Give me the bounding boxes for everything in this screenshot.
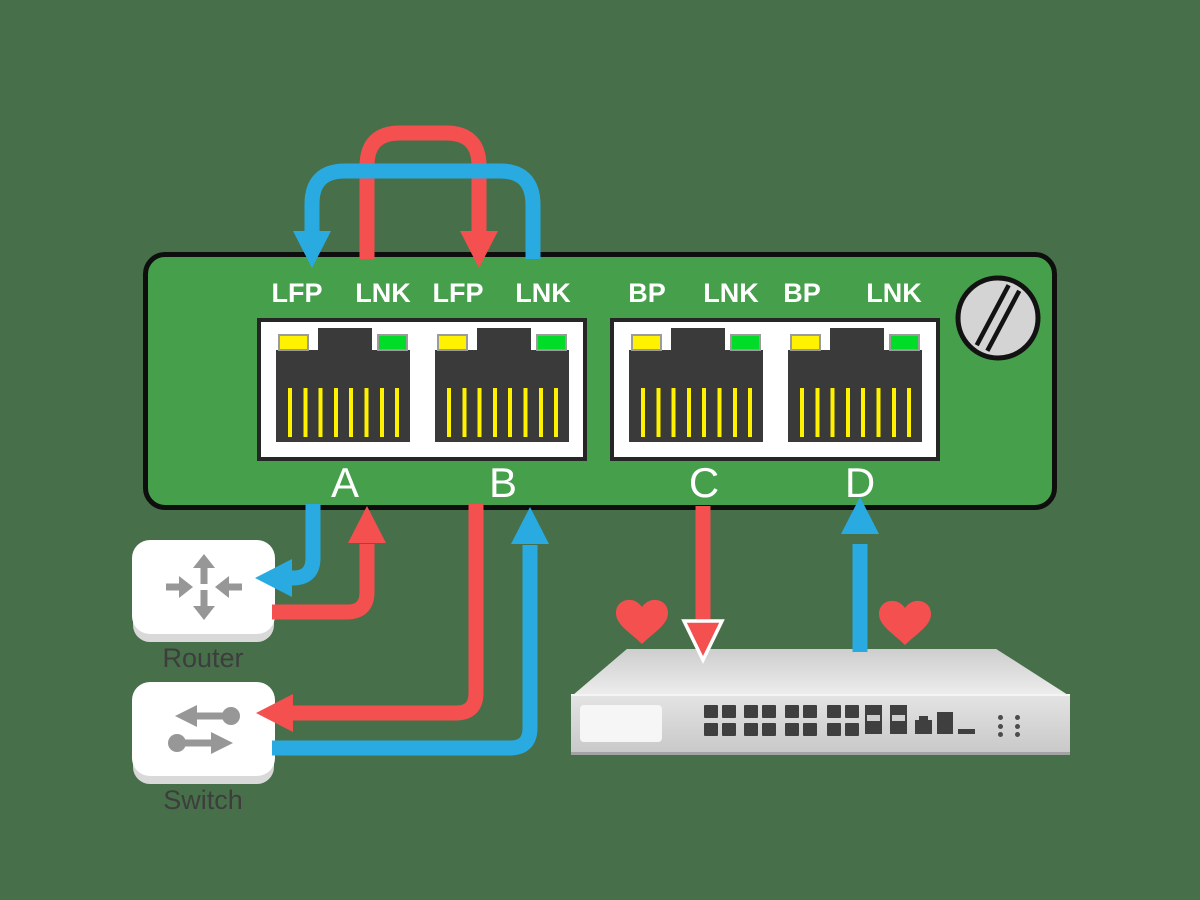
- rj45-body: [435, 350, 569, 442]
- port-letter-b: B: [488, 459, 518, 506]
- usb-port: [937, 712, 953, 734]
- heart-icon: [616, 599, 668, 644]
- sfp-stripe: [892, 715, 905, 721]
- port-letter-c: C: [688, 459, 720, 506]
- appliance-port: [704, 705, 718, 718]
- switch-label: Switch: [163, 785, 243, 815]
- vent-hole: [998, 724, 1003, 729]
- router-arrows-icon: [165, 554, 242, 620]
- blue-arrow-switch-to-b: [272, 507, 549, 756]
- rj45-pins: [641, 388, 753, 437]
- red-arrow-router-to-a: [272, 506, 386, 620]
- led-label-bp-d: BP: [783, 278, 821, 308]
- router-box: [132, 540, 275, 634]
- lfp-led-yellow: [278, 334, 309, 351]
- rj45-pins: [447, 388, 559, 437]
- led-label-lfp-b: LFP: [432, 278, 484, 308]
- appliance-port: [845, 705, 859, 718]
- led-label-lnk-a: LNK: [355, 278, 411, 308]
- port-letter-a: A: [330, 459, 360, 506]
- red-arrow-b-to-switch: [256, 504, 484, 732]
- appliance-port: [722, 723, 736, 736]
- sfp-cage: [890, 705, 907, 734]
- rj45-body: [276, 350, 410, 442]
- appliance-port: [762, 705, 776, 718]
- rj45-pins: [800, 388, 912, 437]
- vent-hole: [998, 715, 1003, 720]
- led-label-lnk-c: LNK: [703, 278, 759, 308]
- rj45-body: [629, 350, 763, 442]
- vent-hole: [1015, 715, 1020, 720]
- vent-hole: [1015, 724, 1020, 729]
- appliance-port: [785, 723, 799, 736]
- switch-box: [132, 682, 275, 776]
- appliance-port: [827, 705, 841, 718]
- rj45-body: [788, 350, 922, 442]
- led-label-lnk-b: LNK: [515, 278, 571, 308]
- rj45-pins: [288, 388, 400, 437]
- appliance-port: [785, 705, 799, 718]
- appliance-port: [845, 723, 859, 736]
- lnk-led-green: [377, 334, 408, 351]
- switch-arrows-icon: [167, 705, 240, 754]
- lnk-led-green: [536, 334, 567, 351]
- blue-arrow-appliance-to-d: [841, 497, 879, 652]
- heart-icon: [879, 600, 931, 645]
- appliance-front-face: [571, 694, 1070, 755]
- appliance-port: [722, 705, 736, 718]
- appliance-port: [803, 705, 817, 718]
- led-label-bp-c: BP: [628, 278, 666, 308]
- sfp-cage: [865, 705, 882, 734]
- led-label-lnk-d: LNK: [866, 278, 922, 308]
- appliance-port: [803, 723, 817, 736]
- appliance-port: [704, 723, 718, 736]
- red-loop-arrow-top: [359, 125, 498, 268]
- led-label-lfp-a: LFP: [271, 278, 323, 308]
- sfp-stripe: [867, 715, 880, 721]
- lnk-led-green: [730, 334, 761, 351]
- vent-hole: [1015, 732, 1020, 737]
- bp-led-yellow: [790, 334, 821, 351]
- port-letter-d: D: [844, 459, 876, 506]
- red-arrow-c-to-appliance: [681, 506, 725, 664]
- appliance-badge: [580, 705, 662, 742]
- appliance-top-face: [572, 648, 1069, 695]
- reset-slot: [958, 729, 975, 734]
- appliance-port: [744, 723, 758, 736]
- vent-hole: [998, 732, 1003, 737]
- lfp-led-yellow: [437, 334, 468, 351]
- lnk-led-green: [889, 334, 920, 351]
- router-label: Router: [162, 643, 244, 673]
- appliance-port: [762, 723, 776, 736]
- appliance-port: [744, 705, 758, 718]
- console-port: [915, 716, 932, 734]
- appliance-port: [827, 723, 841, 736]
- bp-led-yellow: [631, 334, 662, 351]
